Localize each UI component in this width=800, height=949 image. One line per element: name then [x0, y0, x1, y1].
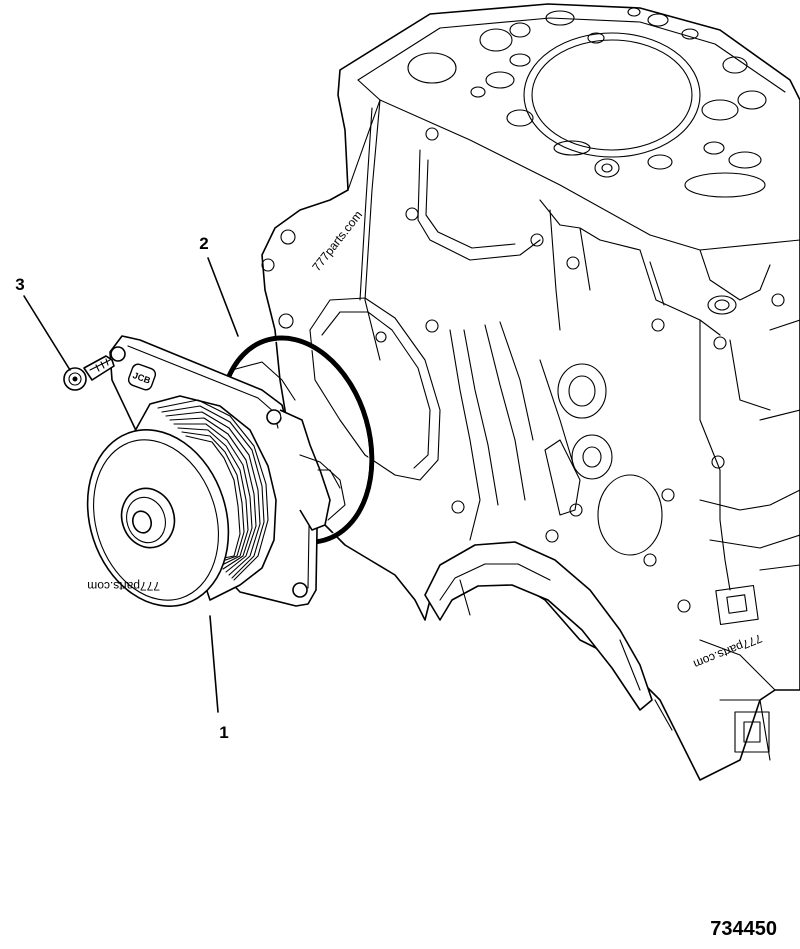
- flange-bolt: [63, 355, 115, 391]
- leader-line-1: [209, 615, 219, 713]
- watermark-2: 777parts.com: [87, 579, 160, 593]
- callout-1: 1: [219, 723, 228, 742]
- engine-block: [261, 3, 800, 781]
- figure-number: 734450: [710, 918, 777, 940]
- callout-3: 3: [15, 275, 24, 294]
- jcb-logo: JCB: [127, 363, 157, 391]
- water-pump-assembly: JCB: [86, 335, 346, 607]
- callout-2: 2: [199, 234, 208, 253]
- leader-line-2: [207, 257, 239, 337]
- leader-line-3: [23, 295, 71, 371]
